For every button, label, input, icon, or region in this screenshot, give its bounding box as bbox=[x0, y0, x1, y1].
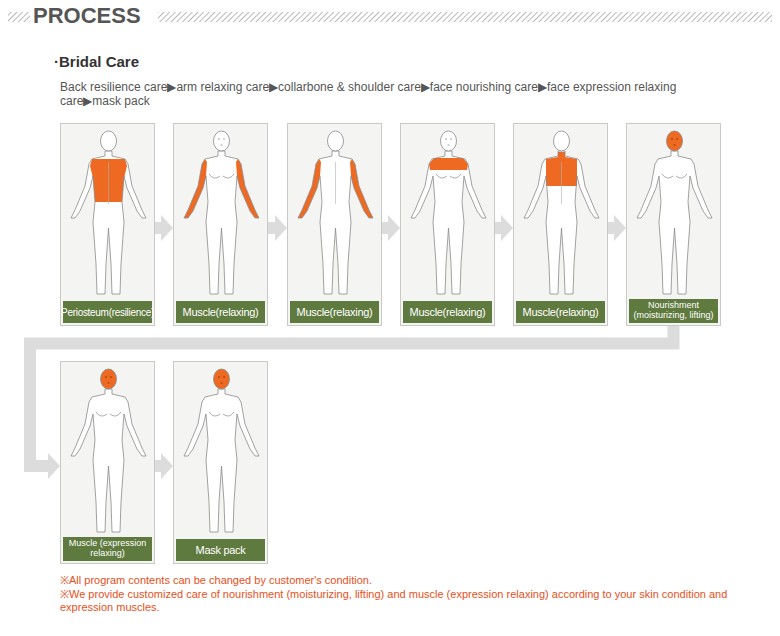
process-step-panel: Muscle(relaxing) bbox=[173, 123, 268, 326]
body-fill bbox=[298, 151, 373, 294]
process-step-panel: Mask pack bbox=[173, 361, 268, 564]
body-fill bbox=[71, 151, 146, 294]
body-fill bbox=[71, 389, 146, 532]
step-label: Muscle(relaxing) bbox=[410, 306, 486, 318]
process-step-panel: Muscle (expression relaxing) bbox=[60, 361, 155, 564]
step-label-band: Muscle(relaxing) bbox=[403, 301, 492, 323]
head bbox=[667, 131, 683, 151]
head bbox=[328, 131, 344, 151]
body-fill bbox=[524, 151, 599, 294]
chest-lines bbox=[662, 174, 687, 178]
flow-arrow bbox=[608, 222, 614, 234]
chest-lines bbox=[209, 174, 234, 178]
note-text: ※We provide customized care of nourishme… bbox=[60, 588, 740, 614]
body-figure bbox=[174, 362, 267, 540]
flow-arrow bbox=[155, 460, 161, 472]
spine-line bbox=[335, 162, 336, 204]
body-fill bbox=[184, 151, 259, 294]
head bbox=[441, 131, 457, 151]
body-figure bbox=[174, 124, 267, 302]
body-outline bbox=[298, 151, 373, 294]
body-outline bbox=[637, 151, 712, 294]
step-label: Muscle(relaxing) bbox=[297, 306, 373, 318]
process-step-panel: Muscle(relaxing) bbox=[287, 123, 382, 326]
step-label: Mask pack bbox=[196, 544, 246, 556]
body-fill bbox=[184, 389, 259, 532]
step-label-band: Muscle (expression relaxing) bbox=[63, 537, 152, 561]
title-stripe bbox=[158, 12, 772, 22]
face-features bbox=[218, 139, 225, 145]
head bbox=[554, 131, 570, 151]
body-outline bbox=[524, 151, 599, 294]
step-label-band: Nourishment (moisturizing, lifting) bbox=[629, 299, 718, 323]
note-text: ※All program contents can be changed by … bbox=[60, 574, 740, 587]
body-fill bbox=[637, 151, 712, 294]
body-outline bbox=[411, 151, 486, 294]
step-label: Nourishment (moisturizing, lifting) bbox=[632, 301, 715, 321]
flow-arrow bbox=[155, 222, 161, 234]
flow-arrow bbox=[495, 222, 501, 234]
process-step-panel: Nourishment (moisturizing, lifting) bbox=[626, 123, 721, 326]
chest-lines bbox=[436, 174, 461, 178]
body-outline bbox=[71, 389, 146, 532]
step-label: Periosteum(resilience) bbox=[61, 307, 154, 318]
spine-line bbox=[561, 162, 562, 204]
head bbox=[214, 131, 230, 151]
body-figure bbox=[61, 362, 154, 540]
body-figure bbox=[288, 124, 381, 302]
face-features bbox=[218, 377, 225, 383]
title-stripe bbox=[8, 12, 30, 22]
body-fill bbox=[411, 151, 486, 294]
body-figure bbox=[514, 124, 607, 302]
face-features bbox=[445, 139, 452, 145]
care-area bbox=[350, 159, 373, 218]
care-area bbox=[236, 159, 259, 218]
process-description: Back resilience care▶arm relaxing care▶c… bbox=[60, 80, 720, 109]
spine-line bbox=[108, 162, 109, 204]
face-features bbox=[671, 139, 678, 145]
process-step-panel: Muscle(relaxing) bbox=[513, 123, 608, 326]
step-label-band: Muscle(relaxing) bbox=[290, 301, 379, 323]
process-step-panel: Muscle(relaxing) bbox=[400, 123, 495, 326]
head bbox=[101, 131, 117, 151]
face-features bbox=[105, 377, 112, 383]
head bbox=[101, 369, 117, 389]
step-label: Muscle(relaxing) bbox=[183, 306, 259, 318]
process-step-panel: Periosteum(resilience) bbox=[60, 123, 155, 326]
step-label-band: Muscle(relaxing) bbox=[516, 301, 605, 323]
step-label-band: Muscle(relaxing) bbox=[176, 301, 265, 323]
step-label: Muscle(relaxing) bbox=[523, 306, 599, 318]
care-area bbox=[184, 159, 207, 218]
care-area bbox=[298, 159, 321, 218]
step-label-band: Periosteum(resilience) bbox=[63, 301, 152, 323]
step-label: Muscle (expression relaxing) bbox=[66, 539, 149, 559]
section-heading: ·Bridal Care bbox=[54, 53, 354, 71]
page-title: PROCESS bbox=[33, 3, 141, 29]
chest-lines bbox=[96, 412, 121, 416]
step-label-band: Mask pack bbox=[176, 539, 265, 561]
flow-arrow bbox=[268, 222, 275, 234]
body-figure bbox=[627, 124, 720, 302]
care-area bbox=[429, 158, 468, 170]
body-outline bbox=[184, 389, 259, 532]
head bbox=[214, 369, 230, 389]
body-outline bbox=[71, 151, 146, 294]
chest-lines bbox=[209, 412, 234, 416]
body-figure bbox=[401, 124, 494, 302]
body-outline bbox=[184, 151, 259, 294]
flow-arrow bbox=[382, 222, 388, 234]
body-figure bbox=[61, 124, 154, 302]
